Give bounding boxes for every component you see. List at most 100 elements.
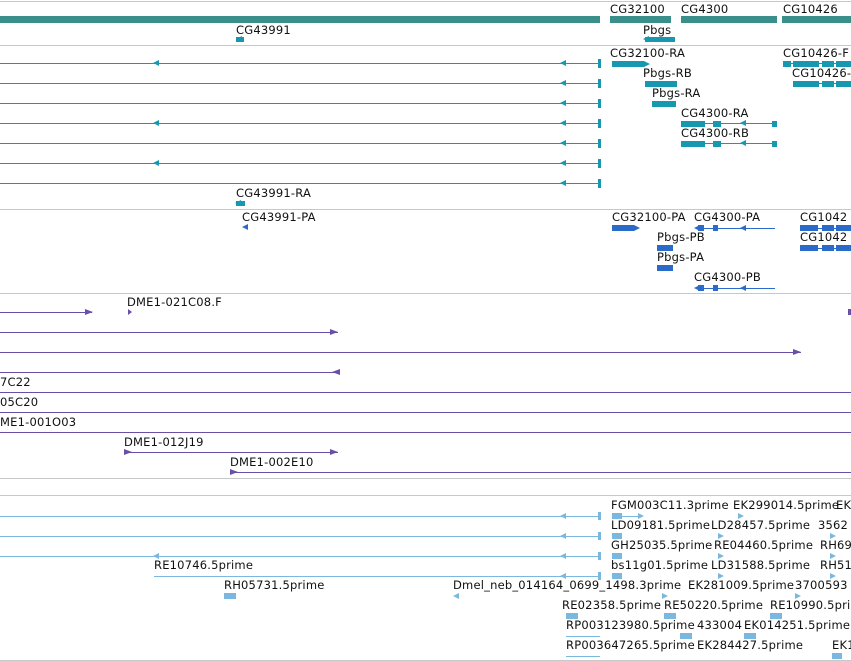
transcript-line[interactable] [0, 143, 600, 144]
protein-label[interactable]: CG4300-PA [694, 210, 761, 224]
clone-line[interactable] [124, 452, 338, 453]
protein-label[interactable]: CG43991-PA [242, 210, 316, 224]
protein-block[interactable] [836, 245, 851, 251]
exon-block[interactable] [645, 81, 677, 87]
exon-block[interactable] [612, 61, 644, 67]
gene-feature[interactable] [782, 16, 851, 23]
est-block[interactable] [832, 653, 842, 659]
est-label[interactable]: EK1 [832, 638, 851, 652]
protein-label[interactable]: Pbgs-PB [657, 230, 705, 244]
transcript-line[interactable] [0, 103, 600, 104]
est-label[interactable]: 433004 [697, 618, 743, 632]
clone-block[interactable] [848, 309, 851, 315]
transcript-label[interactable]: CG43991-RA [236, 186, 312, 200]
est-label[interactable]: LD31588.5prime [711, 558, 811, 572]
protein-block[interactable] [698, 225, 704, 231]
gene-feature[interactable] [0, 16, 600, 23]
protein-block[interactable] [836, 225, 851, 231]
est-line[interactable] [0, 536, 600, 537]
exon-block[interactable] [681, 141, 705, 147]
clone-label[interactable]: DME1-012J19 [124, 435, 204, 449]
clone-line[interactable] [0, 432, 851, 433]
protein-label[interactable]: CG1042 [800, 210, 848, 224]
exon-block[interactable] [836, 61, 851, 67]
est-label[interactable]: LD09181.5prime [611, 518, 711, 532]
est-block[interactable] [744, 633, 756, 639]
protein-block[interactable] [822, 245, 834, 251]
est-label[interactable]: RP003647265.5prime [566, 638, 695, 652]
est-block[interactable] [612, 533, 622, 539]
protein-block[interactable] [657, 265, 673, 271]
transcript-line[interactable] [0, 63, 600, 64]
clone-line[interactable] [230, 472, 851, 473]
protein-block[interactable] [698, 285, 704, 291]
est-line[interactable] [0, 556, 600, 557]
clone-label[interactable]: ME1-001O03 [0, 415, 77, 429]
exon-block[interactable] [822, 81, 834, 87]
est-line[interactable] [566, 636, 600, 637]
est-block[interactable] [770, 613, 782, 619]
protein-label[interactable]: CG1042 [800, 230, 848, 244]
transcript-label[interactable]: CG4300-RB [681, 126, 750, 140]
gene-feature[interactable] [681, 16, 777, 23]
transcript-line[interactable] [0, 183, 600, 184]
gene-label[interactable]: CG32100 [610, 2, 665, 16]
protein-line[interactable] [696, 288, 775, 289]
exon-block[interactable] [772, 141, 777, 147]
transcript-line[interactable] [0, 83, 600, 84]
gene-label[interactable]: Pbgs [643, 23, 672, 37]
clone-label[interactable]: 7C22 [0, 375, 31, 389]
gene-feature[interactable] [645, 37, 675, 42]
transcript-label[interactable]: CG10426- [792, 66, 851, 80]
est-label[interactable]: RE10990.5prime [770, 598, 851, 612]
transcript-label[interactable]: Pbgs-RB [643, 66, 692, 80]
est-label[interactable]: RE10746.5prime [154, 558, 254, 572]
est-block[interactable] [566, 613, 578, 619]
exon-block[interactable] [783, 61, 791, 67]
gene-label[interactable]: CG4300 [681, 2, 729, 16]
clone-line[interactable] [0, 412, 851, 413]
est-label[interactable]: bs11g01.5prime [611, 558, 709, 572]
est-line[interactable] [566, 656, 600, 657]
est-label[interactable]: LD28457.5prime [711, 518, 811, 532]
exon-block[interactable] [652, 101, 676, 107]
est-block[interactable] [680, 633, 692, 639]
exon-block[interactable] [772, 121, 777, 127]
transcript-line[interactable] [0, 163, 600, 164]
protein-block[interactable] [822, 225, 834, 231]
exon-block[interactable] [836, 81, 851, 87]
est-label[interactable]: EK284427.5prime [697, 638, 804, 652]
transcript-label[interactable]: CG4300-RA [681, 106, 749, 120]
gene-label[interactable]: CG43991 [236, 23, 291, 37]
est-label[interactable]: 3700593 [795, 578, 848, 592]
est-label[interactable]: EK299014.5prime [733, 498, 840, 512]
clone-line[interactable] [0, 312, 92, 313]
protein-block[interactable] [800, 225, 818, 231]
exon-block[interactable] [793, 61, 819, 67]
est-label[interactable]: RH05731.5prime [224, 578, 325, 592]
protein-block[interactable] [800, 245, 818, 251]
protein-label[interactable]: CG32100-PA [612, 210, 686, 224]
protein-block[interactable] [713, 285, 718, 291]
est-label[interactable]: RH69 [820, 538, 851, 552]
transcript-label[interactable]: Pbgs-RA [652, 86, 701, 100]
est-label[interactable]: RE02358.5prime [562, 598, 662, 612]
clone-label[interactable]: 05C20 [0, 395, 39, 409]
est-line[interactable] [154, 576, 600, 577]
exon-block[interactable] [713, 141, 721, 147]
exon-block[interactable] [822, 61, 834, 67]
clone-line[interactable] [0, 392, 851, 393]
clone-line[interactable] [0, 332, 338, 333]
est-block[interactable] [224, 593, 236, 599]
est-label[interactable]: EK [836, 498, 851, 512]
protein-label[interactable]: CG4300-PB [694, 270, 761, 284]
protein-block[interactable] [713, 225, 718, 231]
est-label[interactable]: EK281009.5prime [688, 578, 795, 592]
clone-line[interactable] [0, 372, 340, 373]
exon-block[interactable] [793, 81, 819, 87]
est-label[interactable]: RH51 [820, 558, 851, 572]
est-block[interactable] [664, 613, 676, 619]
est-label[interactable]: 3562 [818, 518, 849, 532]
est-label[interactable]: RE50220.5prime [664, 598, 764, 612]
est-label[interactable]: FGM003C11.3prime [611, 498, 729, 512]
